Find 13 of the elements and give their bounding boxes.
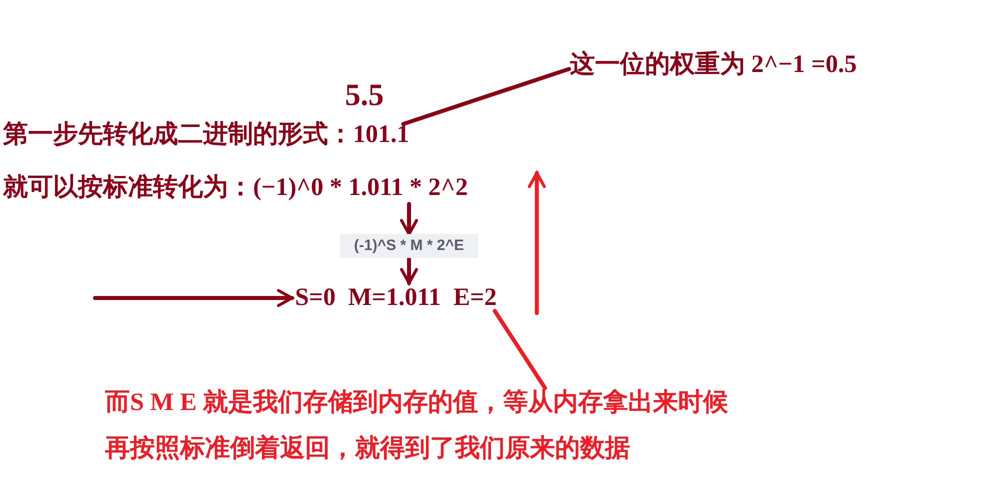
annotation-text: 这一位的权重为 2^−1 =0.5 [570,50,857,80]
formula-text: S=0 M=1.011 E=2 [295,283,497,313]
annotation-text: 而S M E 就是我们存储到内存的值，等从内存拿出来时候再按照标准倒着返回，就得到了我们原来的数据 [105,380,745,472]
arrow [400,256,418,285]
arrow [400,202,418,236]
annotation-text: 第一步先转化成二进制的形式：101.1 [3,120,410,150]
arrow [93,289,294,307]
formula-text: 就可以按标准转化为：(−1)^0 * 1.011 * 2^2 [3,173,468,203]
formula-box: (-1)^S * M * 2^E [340,234,478,258]
leader-line [401,67,571,126]
leader-line [492,309,547,390]
arrow [528,171,546,315]
number-label: 5.5 [345,76,384,114]
